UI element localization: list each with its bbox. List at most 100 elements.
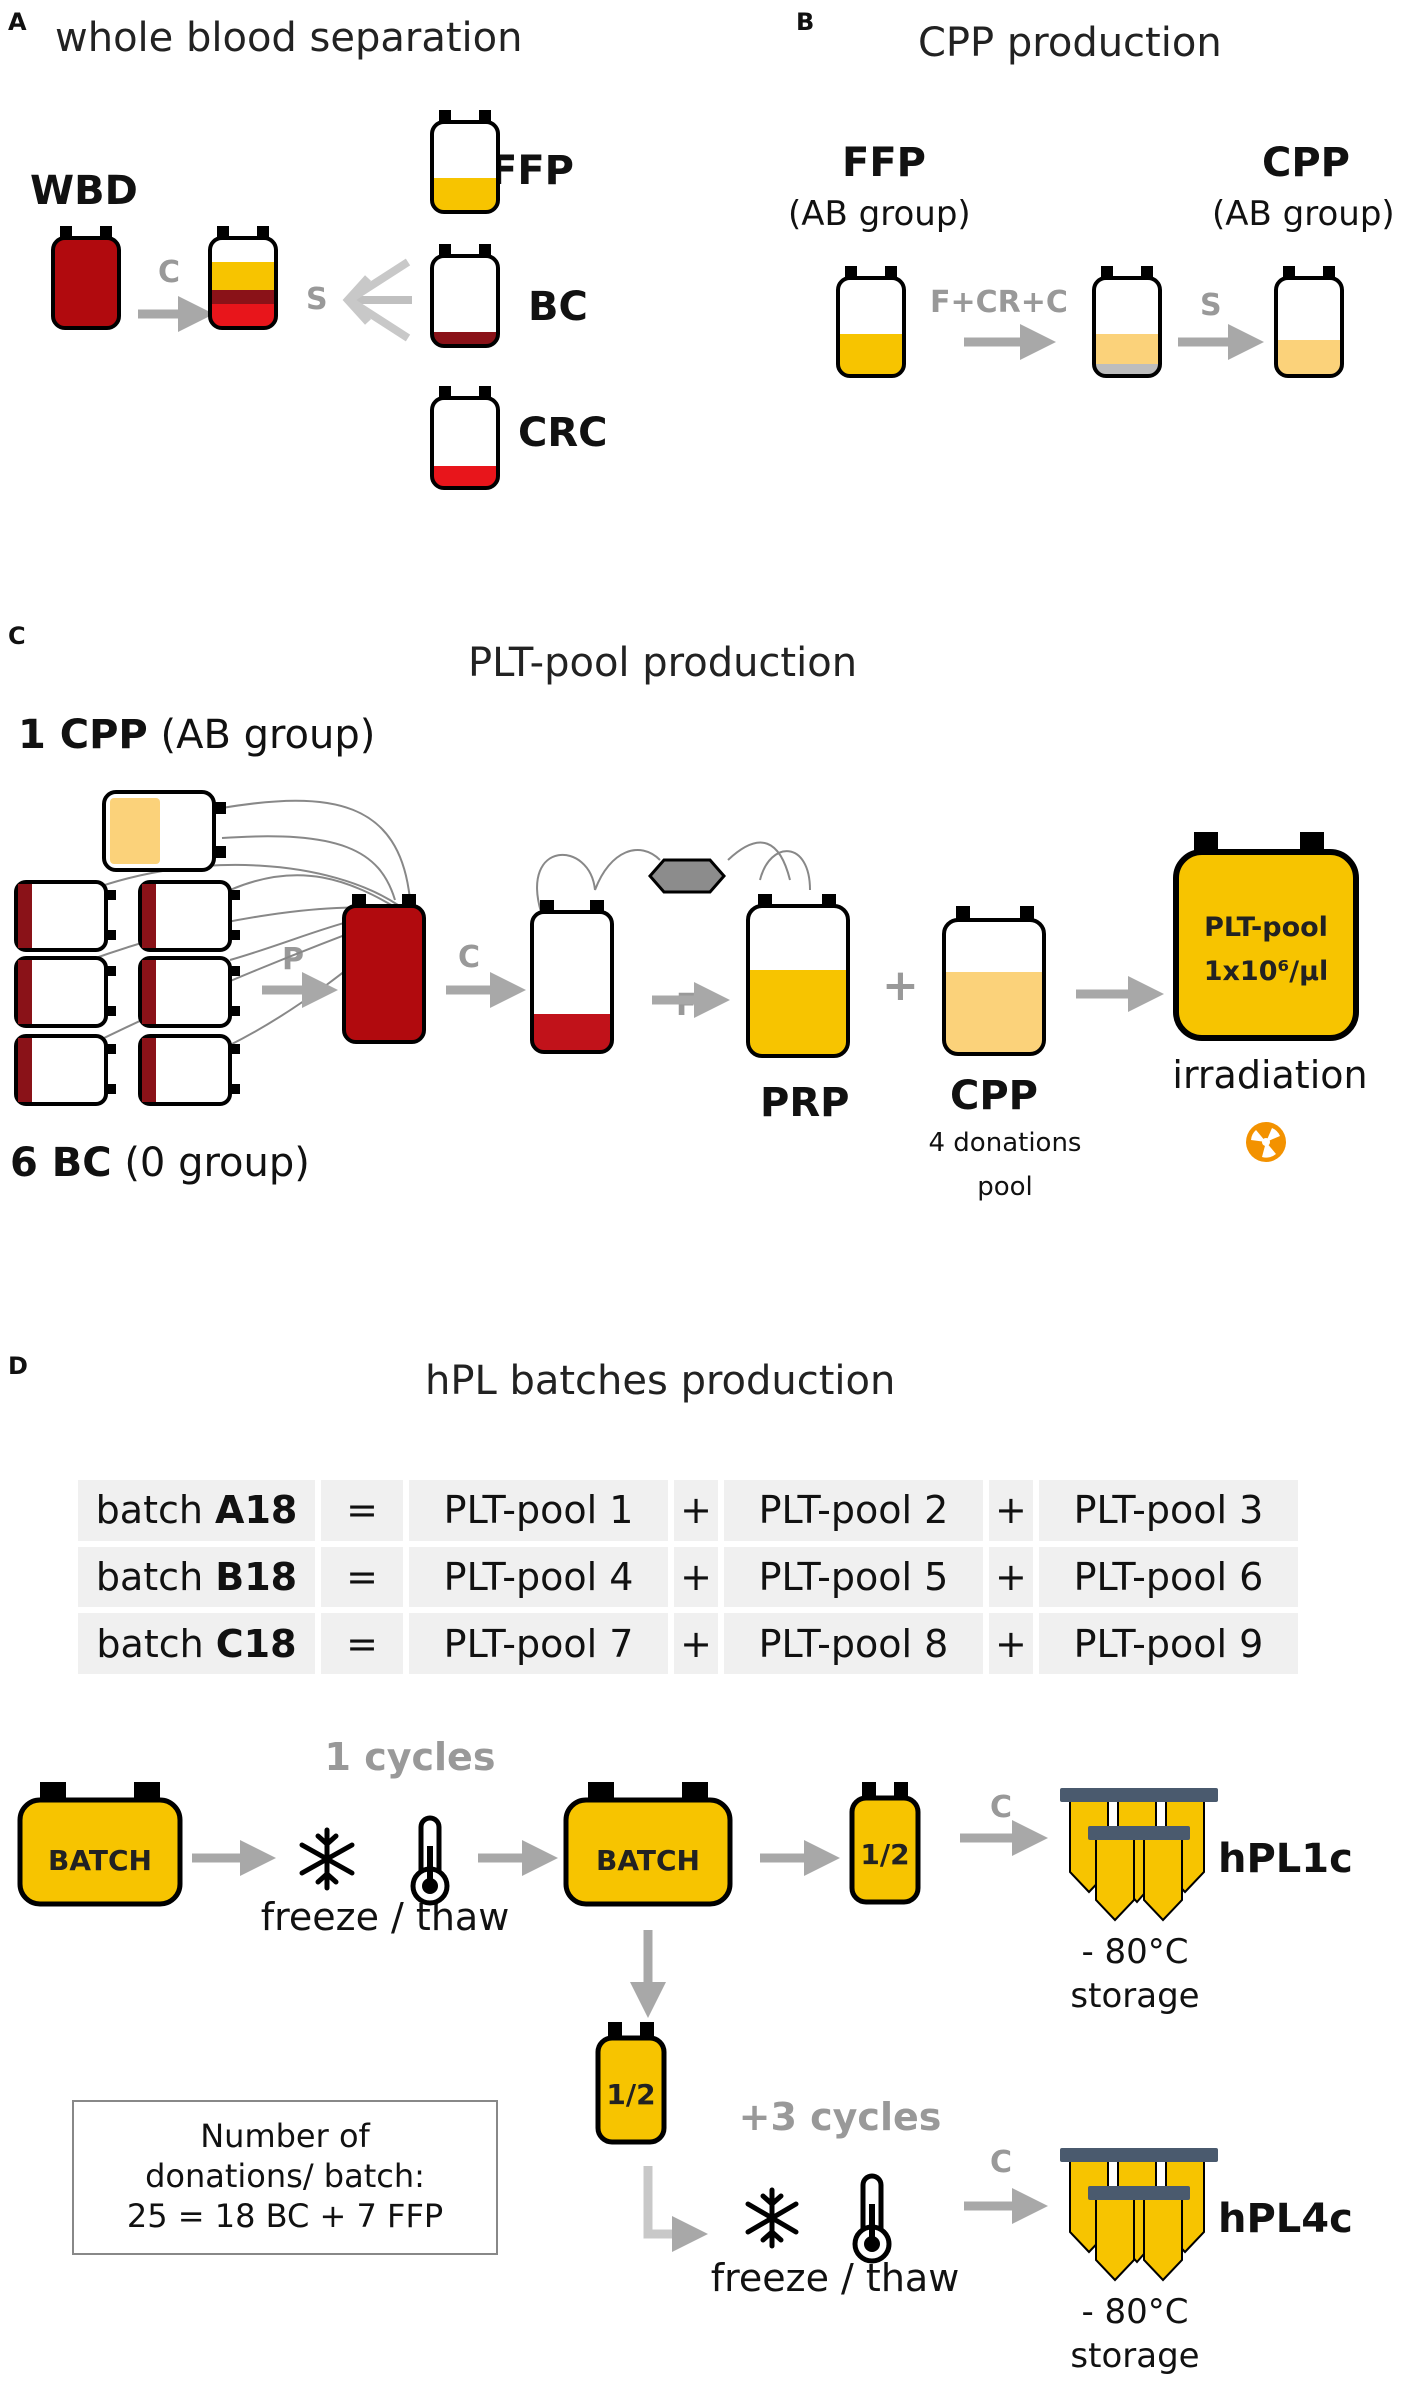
pool-cell: PLT-pool 8 <box>723 1613 984 1674</box>
centrifuged-bag <box>530 900 614 1054</box>
cpp-note-2: pool <box>977 1172 1033 1202</box>
prp-bag <box>746 894 850 1058</box>
bc-small-bag <box>14 956 116 1028</box>
batch-bag-2: BATCH <box>563 1782 733 1907</box>
batch-name-cell: batch C18 <box>78 1613 315 1674</box>
s-b-label: S <box>1200 288 1222 323</box>
pool-cell: PLT-pool 2 <box>723 1480 984 1541</box>
crc-label: CRC <box>518 410 608 456</box>
tubes-icon-1 <box>1060 1788 1218 1922</box>
wbd-bag <box>51 226 121 330</box>
thermometer-icon-2 <box>852 2173 892 2264</box>
bc-count-group: (0 group) <box>124 1140 310 1186</box>
bc-small-bag <box>138 880 240 952</box>
donations-note-box: Number of donations/ batch: 25 = 18 BC +… <box>72 2100 498 2255</box>
table-row: batch C18 = PLT-pool 7 + PLT-pool 8 + PL… <box>78 1613 1298 1674</box>
equals-cell: = <box>321 1480 403 1541</box>
radiation-icon <box>1246 1122 1286 1162</box>
pool-cell: PLT-pool 4 <box>409 1546 669 1608</box>
centrifuge-label: C <box>158 255 181 290</box>
batch-prefix: batch <box>95 1488 216 1533</box>
cycles-2-label: +3 cycles <box>738 2095 942 2139</box>
bc-count: 6 BC <box>10 1140 112 1186</box>
cpp-count-group: (AB group) <box>160 712 376 758</box>
tubes-icon-2 <box>1060 2148 1218 2282</box>
panel-c-title: PLT-pool production <box>468 640 858 686</box>
note-line-2: donations/ batch: <box>145 2157 425 2195</box>
pool-cell: PLT-pool 5 <box>723 1546 984 1608</box>
pooled-bag <box>342 894 426 1044</box>
centrifuge-c-label: C <box>458 940 481 975</box>
panel-letter-a: A <box>8 8 27 36</box>
plt-pool-bag-label: PLT-pool <box>1204 912 1328 943</box>
note-line-3: 25 = 18 BC + 7 FFP <box>126 2197 444 2235</box>
plt-pool-bag-conc: 1x10⁶/µl <box>1204 956 1329 987</box>
half-bag-2: 1/2 <box>595 2022 667 2145</box>
pool-cell: PLT-pool 3 <box>1038 1480 1298 1541</box>
cpp-b-label: CPP <box>1262 140 1350 186</box>
pool-cell: PLT-pool 9 <box>1038 1613 1298 1674</box>
plus-cell: + <box>674 1480 718 1541</box>
panel-letter-b: B <box>796 8 815 36</box>
pool-cell: PLT-pool 1 <box>409 1480 669 1541</box>
plus-cell: + <box>674 1546 718 1608</box>
bc-small-bag <box>14 880 116 952</box>
cpp-count: 1 CPP <box>18 712 148 758</box>
storage-temp-1: - 80°C <box>1081 1932 1189 1972</box>
bc-small-bag <box>14 1034 116 1106</box>
snowflake-icon <box>299 1827 355 1891</box>
filter-icon <box>648 858 726 894</box>
table-row: batch A18 = PLT-pool 1 + PLT-pool 2 + PL… <box>78 1480 1298 1541</box>
snowflake-icon-2 <box>745 2187 799 2249</box>
cpp-c-label: CPP <box>950 1073 1038 1119</box>
plus-cell: + <box>674 1613 718 1674</box>
equals-cell: = <box>321 1613 403 1674</box>
batch-id: A18 <box>215 1488 298 1533</box>
pool-arrow-label: P <box>282 942 304 977</box>
half-bag-1-label: 1/2 <box>860 1838 909 1871</box>
half-bag-2-label: 1/2 <box>606 2078 655 2111</box>
ffp-bag <box>430 110 500 214</box>
crc-bag <box>430 386 500 490</box>
f-cr-c-label: F+CR+C <box>930 285 1068 320</box>
half-bag-1: 1/2 <box>849 1782 921 1905</box>
bc-label: BC <box>528 284 588 330</box>
batch-prefix: batch <box>96 1621 216 1666</box>
thermometer-icon <box>410 1815 450 1906</box>
ffp-b-bag <box>836 266 906 378</box>
pool-cell: PLT-pool 6 <box>1038 1546 1298 1608</box>
pool-cell: PLT-pool 7 <box>409 1613 669 1674</box>
panel-a-title: whole blood separation <box>55 15 523 61</box>
irradiation-label: irradiation <box>1172 1053 1368 1097</box>
split-arrows <box>342 258 412 342</box>
cycles-1-label: 1 cycles <box>324 1735 496 1779</box>
batch-table: batch A18 = PLT-pool 1 + PLT-pool 2 + PL… <box>72 1474 1304 1680</box>
batch-prefix: batch <box>95 1554 216 1599</box>
batch-name-cell: batch A18 <box>78 1480 315 1541</box>
batch-name-cell: batch B18 <box>78 1546 315 1608</box>
cpp-count-line: 1 CPP (AB group) <box>18 712 375 758</box>
arrow-d-bend <box>643 2166 708 2252</box>
cryo-bag <box>1092 266 1162 378</box>
ffp-label: FFP <box>490 148 574 194</box>
cpp-b-group: (AB group) <box>1212 194 1395 234</box>
batch-bag-1: BATCH <box>17 1782 183 1907</box>
bc-bag <box>430 244 500 348</box>
prp-label: PRP <box>760 1080 850 1126</box>
plus-cell: + <box>989 1613 1033 1674</box>
ffp-b-group: (AB group) <box>788 194 971 234</box>
batch-bag-2-label: BATCH <box>596 1844 700 1877</box>
equals-cell: = <box>321 1546 403 1608</box>
table-row: batch B18 = PLT-pool 4 + PLT-pool 5 + PL… <box>78 1546 1298 1608</box>
panel-b-title: CPP production <box>918 20 1222 66</box>
panel-d-title: hPL batches production <box>425 1358 896 1404</box>
freeze-thaw-2-label: freeze / thaw <box>710 2256 960 2300</box>
storage-temp-2: - 80°C <box>1081 2292 1189 2332</box>
bc-count-line: 6 BC (0 group) <box>10 1140 310 1186</box>
cpp-c-bag <box>942 906 1046 1056</box>
storage-2: storage <box>1070 2336 1200 2376</box>
note-line-1: Number of <box>200 2117 370 2155</box>
separated-bag <box>208 226 278 330</box>
bc-bag-grid <box>14 880 240 1106</box>
